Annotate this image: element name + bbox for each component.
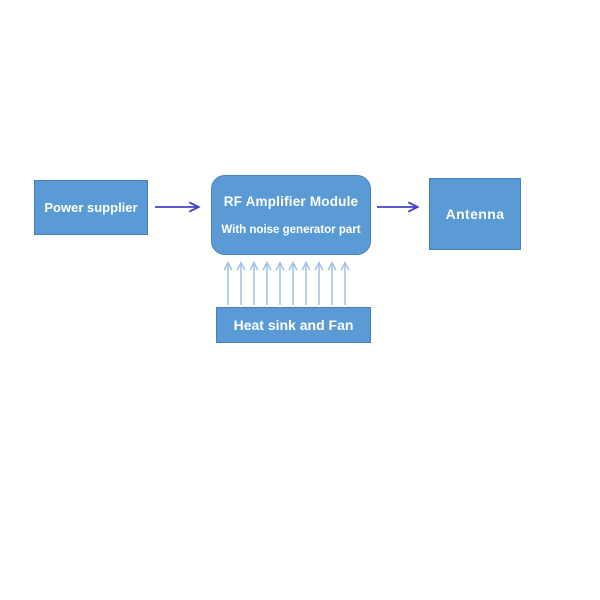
node-antenna: Antenna <box>429 178 521 250</box>
power-supplier-label: Power supplier <box>44 200 138 215</box>
node-power-supplier: Power supplier <box>34 180 148 235</box>
rf-module-subtitle: With noise generator part <box>221 224 361 236</box>
heat-sink-label: Heat sink and Fan <box>233 317 354 333</box>
heat-arrows-group <box>228 263 345 305</box>
antenna-label: Antenna <box>445 206 505 222</box>
rf-module-title: RF Amplifier Module <box>223 194 359 209</box>
node-heat-sink-fan: Heat sink and Fan <box>216 307 371 343</box>
node-rf-amplifier-module: RF Amplifier Module With noise generator… <box>211 175 371 255</box>
